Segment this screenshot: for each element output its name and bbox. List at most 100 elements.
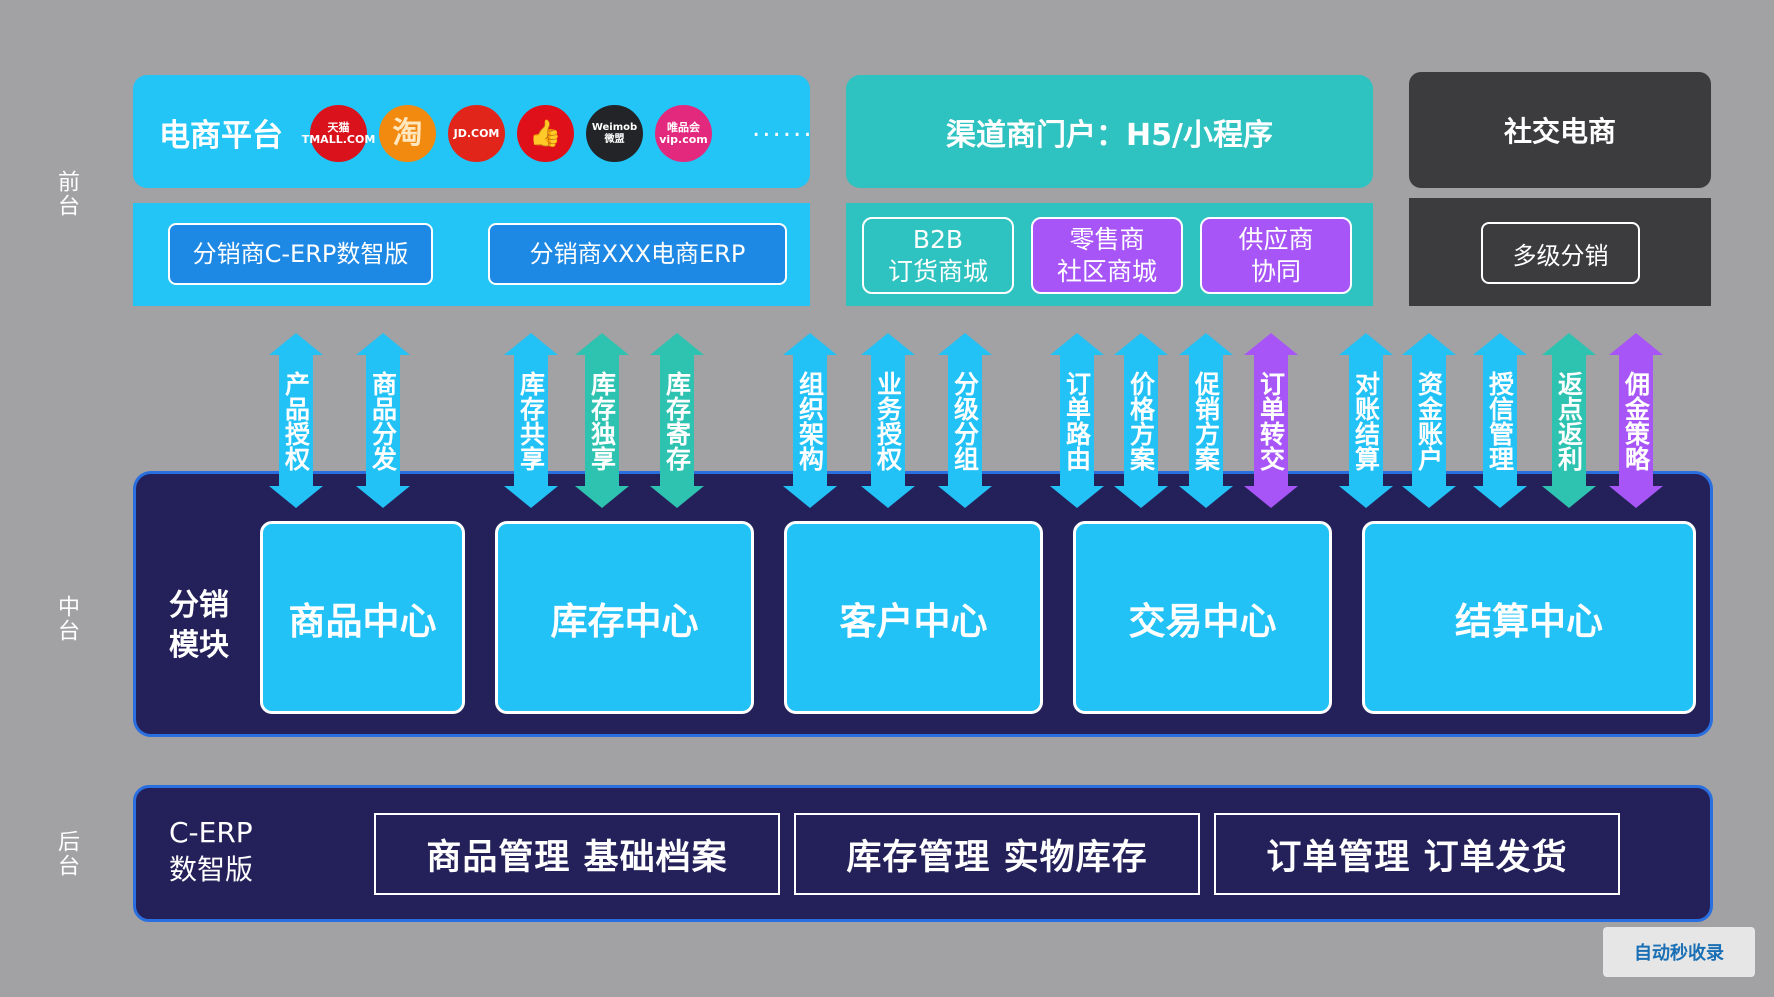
tier-label-front: 前台 <box>54 170 79 218</box>
arrow-label: 业务授权 <box>873 370 903 471</box>
order-management-box[interactable]: 订单管理 订单发货 <box>1214 813 1620 895</box>
taobao-logo-icon: 淘 <box>379 105 436 162</box>
arrow-16: 佣金策略 <box>1609 333 1663 508</box>
channel-portal-title: 渠道商门户：H5/小程序 <box>946 118 1273 153</box>
arrow-5: 组织架构 <box>783 333 837 508</box>
arrow-15: 返点返利 <box>1542 333 1596 508</box>
inventory-management-box[interactable]: 库存管理 实物库存 <box>794 813 1200 895</box>
arrow-8: 订单路由 <box>1050 333 1104 508</box>
arrow-13: 资金账户 <box>1402 333 1456 508</box>
arrow-shape <box>269 333 323 508</box>
arrow-label: 商品分发 <box>368 370 398 471</box>
more-platforms-ellipsis: ...... <box>752 113 814 143</box>
double-arrow-icon <box>575 333 629 508</box>
multi-level-distribution-button[interactable]: 多级分销 <box>1481 222 1640 284</box>
arrow-label: 组织架构 <box>795 370 825 471</box>
arrow-11: 订单转交 <box>1244 333 1298 508</box>
arrow-label: 库存独享 <box>587 370 617 471</box>
arrow-label: 订单转交 <box>1256 370 1286 471</box>
double-arrow-icon <box>861 333 915 508</box>
channel-portal-apps-panel: B2B 订货商城 零售商 社区商城 供应商 协同 <box>846 203 1373 306</box>
arrow-3: 库存独享 <box>575 333 629 508</box>
arrow-label: 佣金策略 <box>1621 370 1651 471</box>
arrow-10: 促销方案 <box>1179 333 1233 508</box>
ecommerce-platform-title: 电商平台 <box>159 118 283 154</box>
tmall-logo-icon: 天猫 TMALL.COM <box>302 105 375 162</box>
social-commerce-apps-panel: 多级分销 <box>1409 198 1711 306</box>
arrow-12: 对账结算 <box>1339 333 1393 508</box>
platform-logos: 天猫 TMALL.COM 淘 JD.COM 👍 Weimob 微盟 唯品会 vi… <box>302 105 712 162</box>
arrow-label: 库存寄存 <box>662 370 692 471</box>
c-erp-label: C-ERP 数智版 <box>169 816 254 886</box>
arrow-1: 商品分发 <box>356 333 410 508</box>
arrow-shape <box>650 333 704 508</box>
arrow-shape <box>1609 333 1663 508</box>
arrow-label: 对账结算 <box>1351 370 1381 471</box>
arrow-label: 分级分组 <box>950 370 980 471</box>
arrow-shape <box>575 333 629 508</box>
arrow-shape <box>1114 333 1168 508</box>
arrow-shape <box>861 333 915 508</box>
arrow-label: 授信管理 <box>1485 370 1515 471</box>
arrow-shape <box>783 333 837 508</box>
c-erp-backend-panel <box>133 785 1713 922</box>
arrow-shape <box>1050 333 1104 508</box>
social-commerce-panel: 社交电商 <box>1409 72 1711 188</box>
double-arrow-icon <box>1050 333 1104 508</box>
arrow-2: 库存共享 <box>504 333 558 508</box>
supplier-collaboration-button[interactable]: 供应商 协同 <box>1200 217 1352 294</box>
double-arrow-icon <box>1473 333 1527 508</box>
vip-logo-icon: 唯品会 vip.com <box>655 105 712 162</box>
double-arrow-icon <box>1609 333 1663 508</box>
arrow-14: 授信管理 <box>1473 333 1527 508</box>
product-center[interactable]: 商品中心 <box>260 521 465 714</box>
arrow-label: 库存共享 <box>516 370 546 471</box>
double-arrow-icon <box>938 333 992 508</box>
arrow-label: 资金账户 <box>1414 370 1444 471</box>
double-arrow-icon <box>1179 333 1233 508</box>
settlement-center[interactable]: 结算中心 <box>1362 521 1696 714</box>
double-arrow-icon <box>1542 333 1596 508</box>
customer-center[interactable]: 客户中心 <box>784 521 1043 714</box>
product-management-box[interactable]: 商品管理 基础档案 <box>374 813 780 895</box>
pinduoduo-logo-icon: 👍 <box>517 105 574 162</box>
arrow-shape <box>356 333 410 508</box>
arrow-shape <box>1542 333 1596 508</box>
weimob-logo-icon: Weimob 微盟 <box>586 105 643 162</box>
double-arrow-icon <box>1339 333 1393 508</box>
double-arrow-icon <box>504 333 558 508</box>
distributor-c-erp-button[interactable]: 分销商C-ERP数智版 <box>168 223 433 285</box>
ecommerce-erp-panel: 分销商C-ERP数智版 分销商XXX电商ERP <box>133 203 810 306</box>
social-commerce-title: 社交电商 <box>1503 115 1616 148</box>
double-arrow-icon <box>356 333 410 508</box>
inventory-center[interactable]: 库存中心 <box>495 521 754 714</box>
arrow-7: 分级分组 <box>938 333 992 508</box>
arrow-label: 产品授权 <box>281 370 311 471</box>
distribution-module-label: 分销 模块 <box>169 588 229 663</box>
double-arrow-icon <box>783 333 837 508</box>
arrow-0: 产品授权 <box>269 333 323 508</box>
double-arrow-icon <box>1402 333 1456 508</box>
arrow-shape <box>504 333 558 508</box>
arrow-label: 订单路由 <box>1062 370 1092 471</box>
double-arrow-icon <box>1244 333 1298 508</box>
retailer-community-mall-button[interactable]: 零售商 社区商城 <box>1031 217 1183 294</box>
b2b-mall-button[interactable]: B2B 订货商城 <box>862 217 1014 294</box>
arrow-label: 促销方案 <box>1191 370 1221 471</box>
arrow-shape <box>1402 333 1456 508</box>
trade-center[interactable]: 交易中心 <box>1073 521 1332 714</box>
arrow-shape <box>1179 333 1233 508</box>
tier-label-back: 后台 <box>54 830 79 878</box>
arrow-6: 业务授权 <box>861 333 915 508</box>
arrow-4: 库存寄存 <box>650 333 704 508</box>
arrow-label: 价格方案 <box>1126 370 1156 471</box>
tier-label-middle: 中台 <box>54 595 79 643</box>
channel-portal-panel: 渠道商门户：H5/小程序 <box>846 75 1373 188</box>
watermark-logo: 自动秒收录 <box>1603 927 1755 977</box>
jd-logo-icon: JD.COM <box>448 105 505 162</box>
double-arrow-icon <box>1114 333 1168 508</box>
ecommerce-platform-panel: 电商平台 天猫 TMALL.COM 淘 JD.COM 👍 Weimob 微盟 唯… <box>133 75 812 188</box>
arrow-shape <box>1244 333 1298 508</box>
arrow-9: 价格方案 <box>1114 333 1168 508</box>
distributor-xxx-erp-button[interactable]: 分销商XXX电商ERP <box>488 223 787 285</box>
